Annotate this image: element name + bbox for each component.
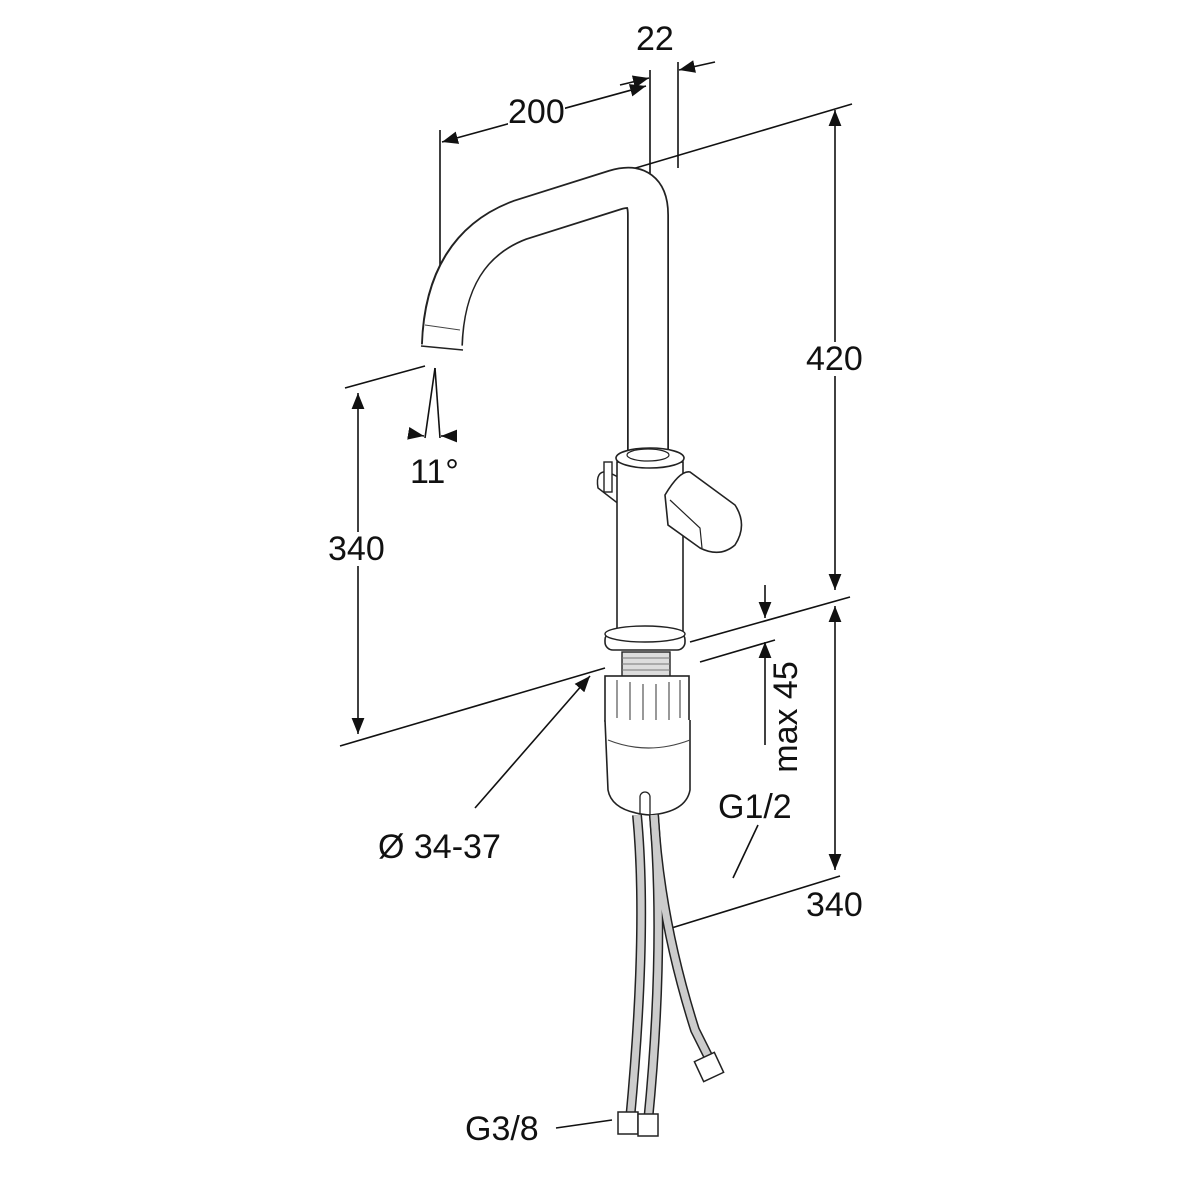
outlet-thread-label: G1/2 <box>718 788 792 826</box>
dimension-lines <box>351 60 842 1129</box>
hole-diameter-label: Ø 34-37 <box>378 828 501 866</box>
max-deck-thickness-label: max 45 <box>766 661 805 773</box>
spout-reach-label: 200 <box>508 93 565 131</box>
supply-hoses <box>617 814 725 1137</box>
extension-lines <box>339 62 853 931</box>
hose-thread-label: G3/8 <box>465 1110 539 1148</box>
total-height-label: 420 <box>806 340 863 378</box>
faucet-body <box>596 447 743 651</box>
pipe-diameter-label: 22 <box>636 20 674 58</box>
faucet-spout <box>420 166 669 460</box>
spout-clearance-label: 340 <box>328 530 385 568</box>
spout-angle-label: 11° <box>410 453 459 491</box>
mounting-nut <box>604 651 691 816</box>
hose-length-label: 340 <box>806 886 863 924</box>
